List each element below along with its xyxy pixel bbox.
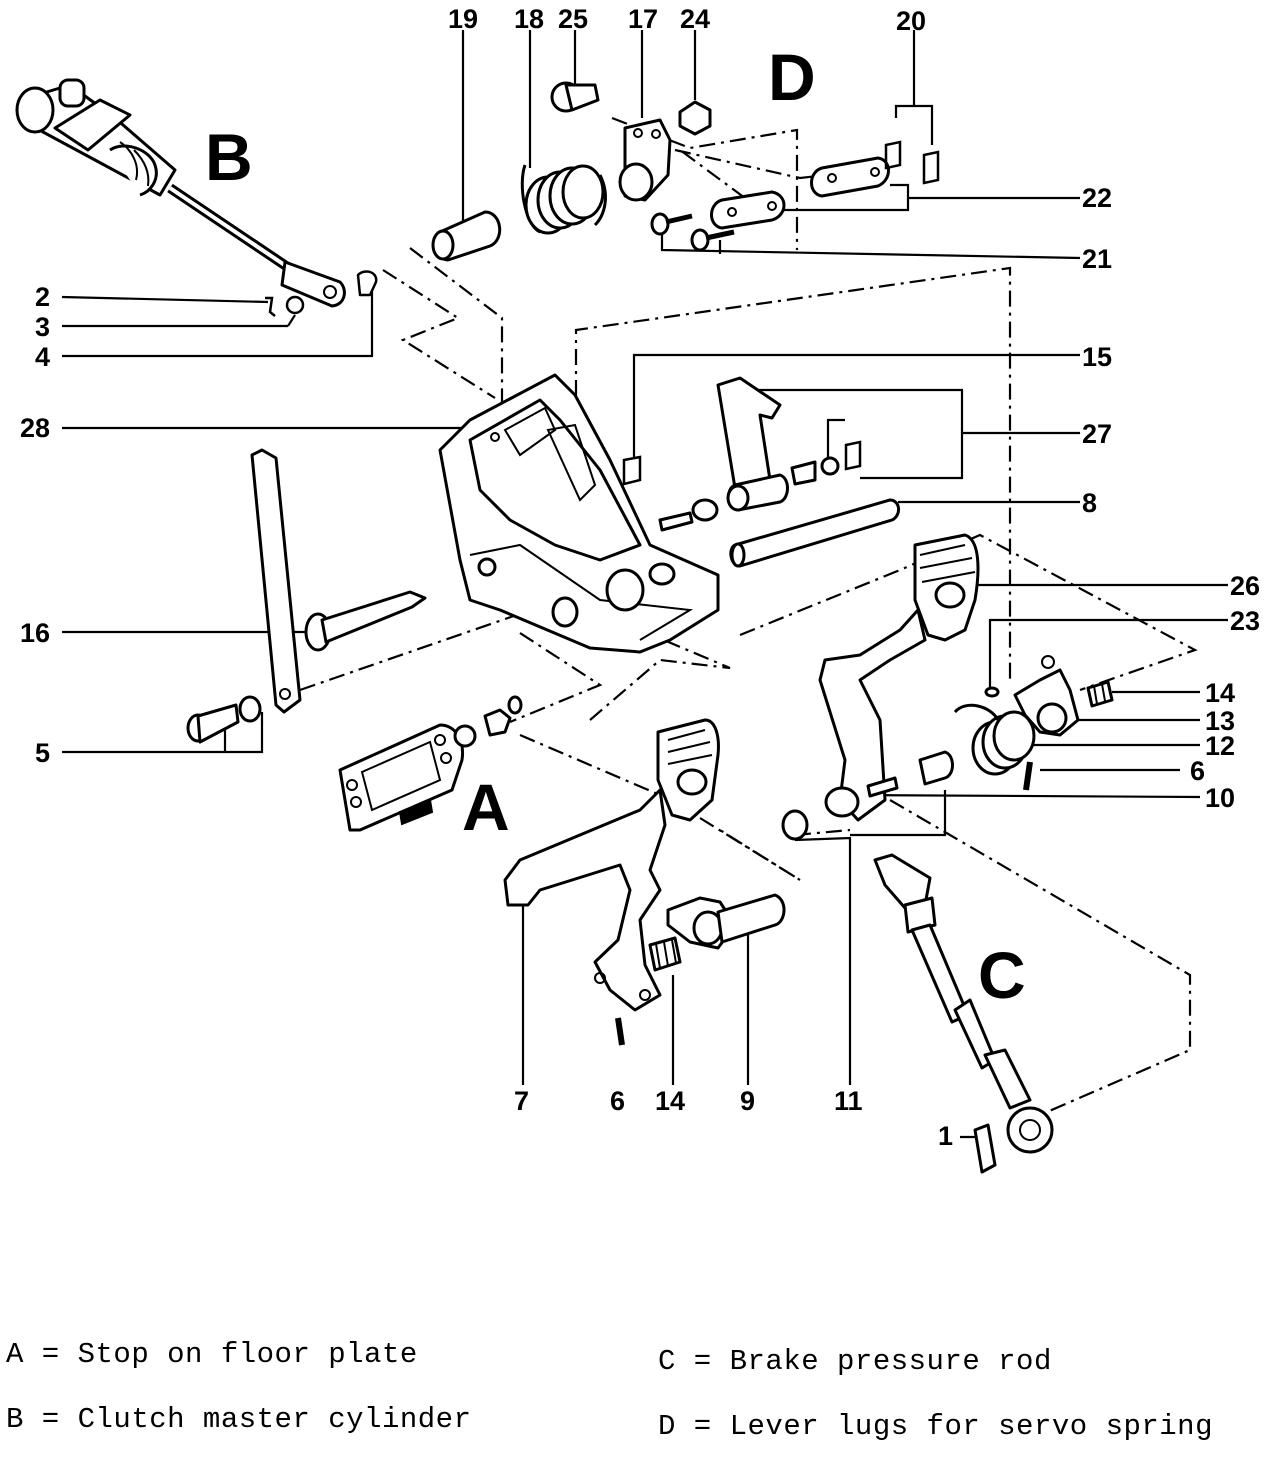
part-number-24: 24 [680,4,710,34]
section-letter-a: A [462,770,510,844]
leader-lines [61,30,1228,1139]
pedal-7 [503,718,720,1012]
nut-24 [678,100,712,136]
exploded-parts-diagram: B D A C 19 18 25 17 24 20 22 21 2 3 4 15… [15,4,1260,1174]
part-number-20: 20 [896,6,926,36]
return-spring-18 [520,164,607,235]
section-letter-b: B [205,120,253,194]
section-letter-c: C [978,938,1026,1012]
support-strap [250,448,302,714]
part-number-12: 12 [1205,731,1235,761]
pin-6-left [615,1017,625,1046]
part-number-3: 3 [35,312,50,342]
part-number-26: 26 [1230,571,1260,601]
part-number-4: 4 [35,342,50,372]
shaft-8 [658,498,900,568]
part-number-19: 19 [448,4,478,34]
bolt-25 [550,81,600,113]
part-number-25: 25 [558,4,588,34]
shaft-flange-9 [666,893,786,950]
pin-6-right [1023,761,1033,791]
lever-lug-17 [618,118,672,202]
legend-b: B = Clutch master cylinder [6,1403,472,1436]
long-bolt-16 [304,590,427,652]
part-number-2: 2 [35,282,50,312]
legend-d: D = Lever lugs for servo spring [658,1410,1213,1443]
part-number-11: 11 [834,1086,863,1116]
clip-15 [622,455,642,486]
part-number-21: 21 [1082,244,1112,274]
pins-21 [650,212,735,252]
spline-14-left [648,936,682,972]
clip-1 [973,1123,997,1174]
part-number-23: 23 [1230,606,1260,636]
part-number-18: 18 [514,4,544,34]
spring-lever-assembly [953,655,1114,776]
part-number-13: 13 [1205,706,1235,736]
part-number-27: 27 [1082,419,1112,449]
legend-a: A = Stop on floor plate [6,1338,418,1371]
bushing-19 [431,210,501,262]
part-number-5: 5 [35,738,50,768]
floor-stop-A [338,695,523,832]
bolt-washer-5 [186,695,262,744]
link-plate-22 [710,156,890,230]
legend-c: C = Brake pressure rod [658,1345,1052,1378]
part-number-28: 28 [20,413,50,443]
clip-washer-pin [265,270,378,317]
part-number-9: 9 [740,1086,755,1116]
part-number-6-left: 6 [610,1086,625,1116]
part-number-14-right: 14 [1205,678,1235,708]
pedal-11 [781,533,980,841]
section-letter-d: D [768,40,816,114]
part-number-8: 8 [1082,488,1097,518]
clips-20 [884,140,940,185]
lever-27 [716,376,862,512]
part-number-15: 15 [1082,342,1112,372]
part-number-17: 17 [628,4,658,34]
brake-pressure-rod-C [873,853,1054,1154]
clutch-master-cylinder [15,78,346,308]
part-number-10: 10 [1205,783,1235,813]
pedal-bracket-28 [438,373,720,654]
part-number-1: 1 [938,1121,953,1151]
part-number-22: 22 [1082,183,1112,213]
part-number-7: 7 [514,1086,529,1116]
part-number-16: 16 [20,618,50,648]
part-number-6-right: 6 [1190,756,1205,786]
part-number-14-left: 14 [655,1086,685,1116]
